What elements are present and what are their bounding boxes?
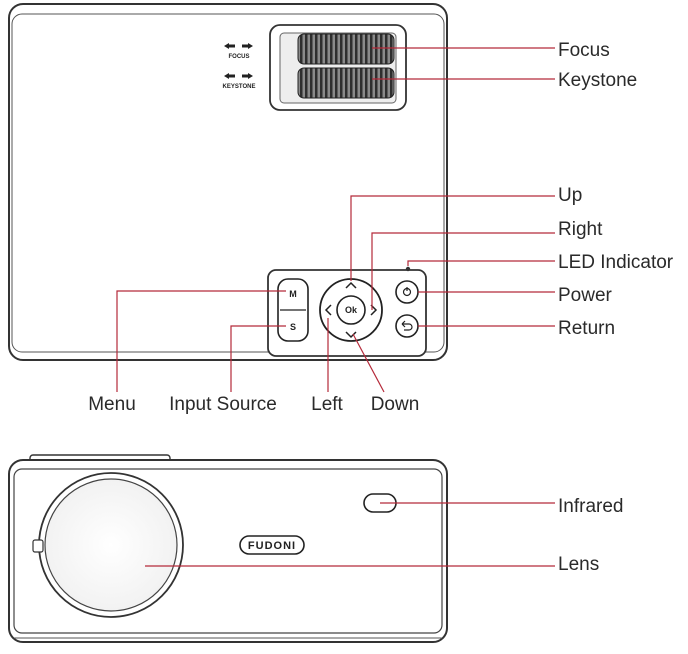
keystone-label: Keystone	[558, 70, 637, 91]
led-indicator-label: LED Indicator	[558, 252, 674, 273]
top-leader-lines	[116, 47, 555, 393]
menu-button-letter: M	[289, 289, 297, 299]
up-arrow-icon[interactable]	[345, 281, 357, 289]
brand-name: FUDONI	[248, 540, 296, 552]
infrared-label: Infrared	[558, 496, 623, 517]
front-view: FUDONI	[8, 454, 448, 643]
keystone-wheel[interactable]	[297, 67, 395, 99]
focus-arrows-icon	[224, 43, 253, 49]
menu-leader	[116, 290, 286, 392]
left-arrow-icon[interactable]	[324, 304, 332, 316]
right-arrow-icon[interactable]	[370, 304, 378, 316]
return-button[interactable]	[395, 314, 419, 338]
return-icon	[401, 320, 413, 331]
lens-label: Lens	[558, 554, 599, 575]
down-label: Down	[371, 394, 420, 415]
front-leader-lines	[145, 502, 555, 567]
lens	[44, 478, 178, 612]
input-source-leader	[230, 325, 286, 392]
keystone-arrows-icon	[224, 73, 253, 79]
power-icon	[402, 287, 412, 297]
led-leader	[407, 260, 555, 266]
power-label: Power	[558, 285, 613, 306]
ok-button[interactable]	[336, 295, 366, 325]
return-label: Return	[558, 318, 615, 339]
down-leader	[352, 333, 385, 393]
down-arrow-icon[interactable]	[345, 331, 357, 339]
top-body-inner	[11, 13, 445, 353]
focus-small-label: FOCUS	[229, 54, 250, 60]
right-label: Right	[558, 219, 603, 240]
input-source-label: Input Source	[169, 394, 277, 415]
top-labels: Focus Keystone Up Right LED Indicator Po…	[88, 40, 674, 415]
front-labels: Infrared Lens	[558, 496, 623, 575]
lens-tab	[32, 539, 44, 553]
up-label: Up	[558, 185, 582, 206]
focus-wheel[interactable]	[297, 33, 395, 65]
top-view: FOCUS KEYSTONE M S Ok	[8, 3, 448, 361]
menu-label: Menu	[88, 394, 136, 415]
right-leader	[371, 232, 555, 310]
left-label: Left	[311, 394, 343, 415]
focus-label: Focus	[558, 40, 610, 61]
ok-button-label: Ok	[345, 305, 358, 315]
led-indicator	[405, 266, 411, 272]
keystone-small-label: KEYSTONE	[223, 84, 256, 90]
power-button[interactable]	[395, 280, 419, 304]
up-leader	[350, 195, 555, 281]
brand-badge	[239, 535, 305, 555]
source-button-letter: S	[290, 322, 296, 332]
